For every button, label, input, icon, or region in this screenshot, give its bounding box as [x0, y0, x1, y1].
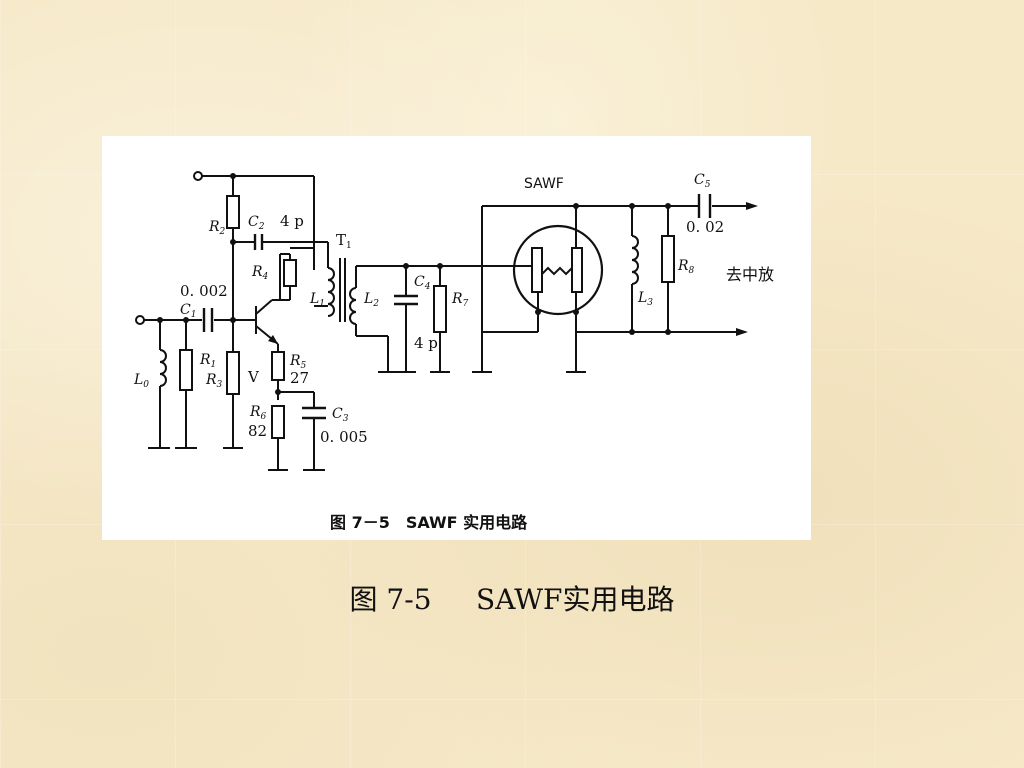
capacitor-c1: [202, 308, 214, 332]
value-c3: 0. 005: [320, 428, 368, 446]
capacitor-c4: [394, 294, 418, 306]
output-arrows: [736, 202, 758, 336]
label-c4: C4: [414, 274, 431, 292]
capacitors: [202, 194, 712, 420]
capacitor-c5: [697, 194, 712, 218]
resistor-r8: [661, 235, 675, 283]
label-r5: R5: [289, 353, 307, 371]
label-r4: R4: [251, 264, 269, 282]
inductor-l0: [159, 349, 167, 387]
label-c1: C1: [180, 302, 196, 320]
label-v: V: [247, 368, 260, 386]
resistor-r4: [283, 259, 297, 287]
label-r8: R8: [677, 258, 695, 276]
ground-symbols: [148, 371, 586, 471]
value-c1: 0. 002: [180, 282, 228, 300]
label-l0: L0: [133, 372, 149, 390]
resistor-r7: [433, 285, 447, 333]
label-r2: R2: [208, 219, 226, 237]
circuit-diagram: R2 C2 4 p T1 R4 0. 002 C1 L1 L2 C4 4 p R…: [133, 171, 774, 532]
resistor-r5: [271, 351, 285, 381]
label-c2: C2: [248, 214, 265, 232]
inductor-l3: [631, 235, 639, 285]
figure-inner-caption: 图 7－5 SAWF 实用电路: [330, 513, 528, 532]
circuit-figure: R2 C2 4 p T1 R4 0. 002 C1 L1 L2 C4 4 p R…: [102, 136, 811, 540]
inductor-l1: [327, 267, 335, 317]
label-t1: T1: [336, 231, 352, 251]
resistor-r1: [179, 349, 193, 391]
supply-terminal: [193, 171, 203, 181]
label-l3: L3: [637, 290, 653, 308]
sawf-device: [512, 224, 604, 316]
resistors: [179, 195, 675, 439]
label-sawf: SAWF: [524, 176, 564, 192]
inductor-l2: [349, 287, 357, 325]
label-l2: L2: [363, 291, 379, 309]
value-c5: 0. 02: [686, 218, 724, 236]
label-r3: R3: [205, 372, 223, 390]
slide-caption: 图 7-5 SAWF实用电路: [349, 583, 675, 616]
resistor-r3: [226, 351, 240, 395]
label-r1: R1: [199, 352, 216, 370]
inductors: [159, 235, 639, 387]
value-c2: 4 p: [280, 212, 304, 230]
label-r7: R7: [451, 291, 469, 309]
component-labels: R2 C2 4 p T1 R4 0. 002 C1 L1 L2 C4 4 p R…: [133, 172, 774, 446]
transformer-t1-core: [339, 258, 346, 322]
value-r5: 27: [290, 369, 309, 387]
capacitor-c3: [302, 406, 326, 420]
label-output: 去中放: [726, 265, 774, 284]
capacitor-c2: [253, 234, 264, 250]
label-l1: L1: [309, 291, 325, 309]
label-c3: C3: [332, 406, 349, 424]
resistor-r2: [226, 195, 240, 229]
label-r6: R6: [249, 404, 267, 422]
input-terminal: [135, 315, 145, 325]
resistor-r6: [271, 405, 285, 439]
value-r6: 82: [248, 422, 267, 440]
value-c4: 4 p: [414, 334, 438, 352]
wires: [144, 175, 752, 470]
label-c5: C5: [694, 172, 711, 190]
